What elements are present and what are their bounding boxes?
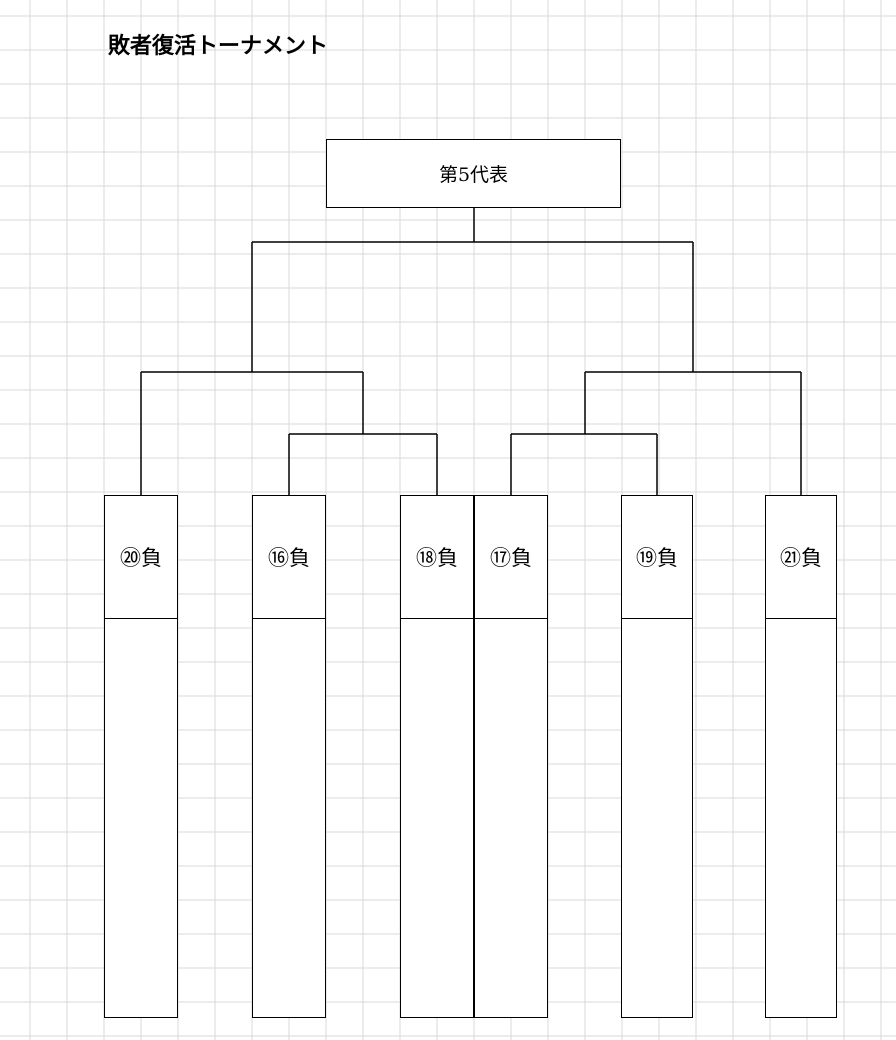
entry-name-cell (401, 619, 473, 1017)
entry-slot-4: ⑰負 (474, 495, 548, 1018)
entry-label: ㉑負 (766, 496, 836, 619)
champion-box: 第5代表 (326, 139, 621, 208)
entry-name-cell (622, 619, 692, 1017)
entry-label: ⑲負 (622, 496, 692, 619)
entry-slot-6: ㉑負 (765, 495, 837, 1018)
entry-name-cell (105, 619, 177, 1017)
entry-label: ⑳負 (105, 496, 177, 619)
entry-slot-1: ⑳負 (104, 495, 178, 1018)
entry-slot-2: ⑯負 (252, 495, 326, 1018)
entry-name-cell (253, 619, 325, 1017)
entry-label: ⑰負 (475, 496, 547, 619)
entry-name-cell (766, 619, 836, 1017)
champion-label: 第5代表 (438, 164, 509, 186)
entry-name-cell (475, 619, 547, 1017)
entry-slot-3: ⑱負 (400, 495, 474, 1018)
entry-slot-5: ⑲負 (621, 495, 693, 1018)
page-title: 敗者復活トーナメント (108, 33, 329, 59)
entry-label: ⑱負 (401, 496, 473, 619)
entry-label: ⑯負 (253, 496, 325, 619)
